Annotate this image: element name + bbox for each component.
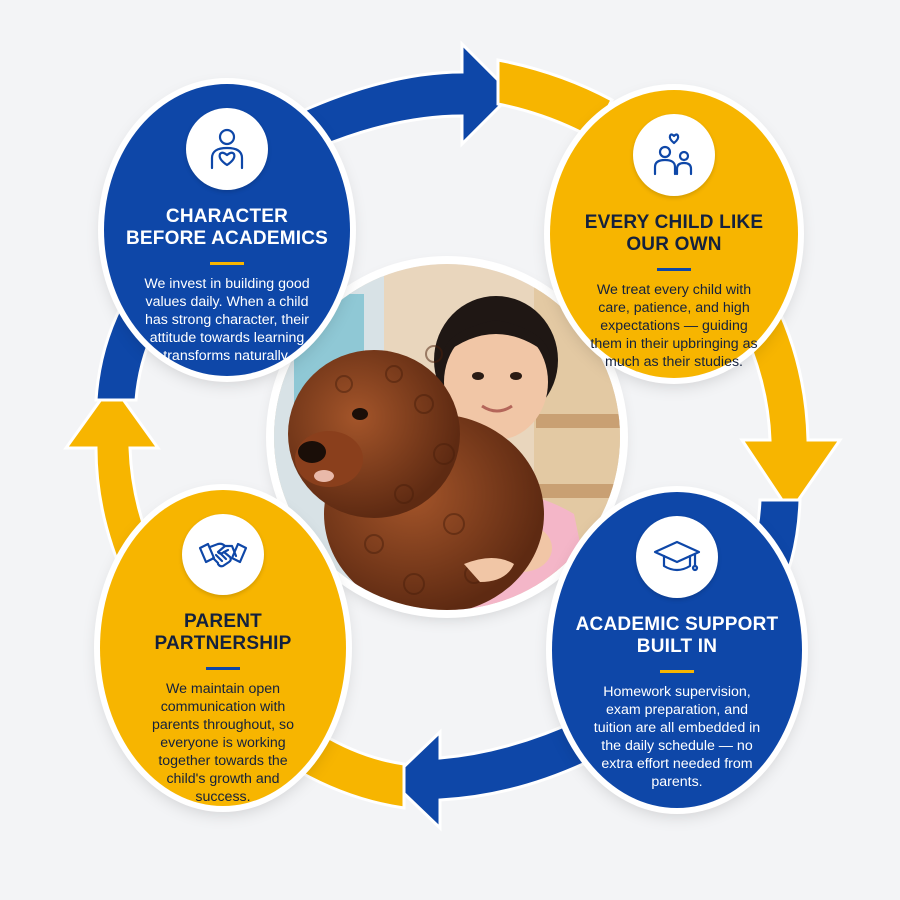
title-divider (660, 670, 694, 673)
bubble-title: EVERY CHILD LIKE OUR OWN (584, 212, 764, 255)
bubble-description: We invest in building good values daily.… (144, 276, 310, 364)
arrow-top-blue (297, 40, 515, 150)
graduation-cap-icon (653, 540, 701, 572)
person-heart-icon (210, 128, 244, 170)
icon-badge (182, 514, 264, 596)
title-divider (206, 667, 240, 670)
icon-badge (636, 516, 718, 598)
bubble-parent-partnership: PARENT PARTNERSHIP We maintain open comm… (100, 490, 346, 806)
icon-badge (186, 108, 268, 190)
bubble-every-child-like-our-own: EVERY CHILD LIKE OUR OWN We treat every … (550, 90, 798, 378)
bubble-title: PARENT PARTNERSHIP (154, 611, 292, 655)
bubble-title: CHARACTER BEFORE ACADEMICS (125, 206, 328, 249)
center-photo (274, 264, 620, 610)
arrow-bottom-blue (387, 716, 602, 832)
handshake-icon (198, 542, 248, 567)
bubble-description: Homework supervision, exam preparation, … (593, 684, 761, 790)
bubble-academic-support-built-in: ACADEMIC SUPPORT BUILT IN Homework super… (552, 492, 802, 808)
bubble-character-before-academics: CHARACTER BEFORE ACADEMICS We invest in … (104, 84, 350, 376)
bubble-title: ACADEMIC SUPPORT BUILT IN (575, 614, 779, 657)
bubble-description: We maintain open communication with pare… (152, 681, 294, 805)
family-heart-icon (653, 133, 693, 176)
title-divider (657, 268, 691, 271)
bubble-description: We treat every child with care, patience… (590, 282, 758, 370)
icon-badge (633, 114, 715, 196)
girl-with-dog-photo (274, 264, 620, 610)
title-divider (210, 262, 244, 265)
